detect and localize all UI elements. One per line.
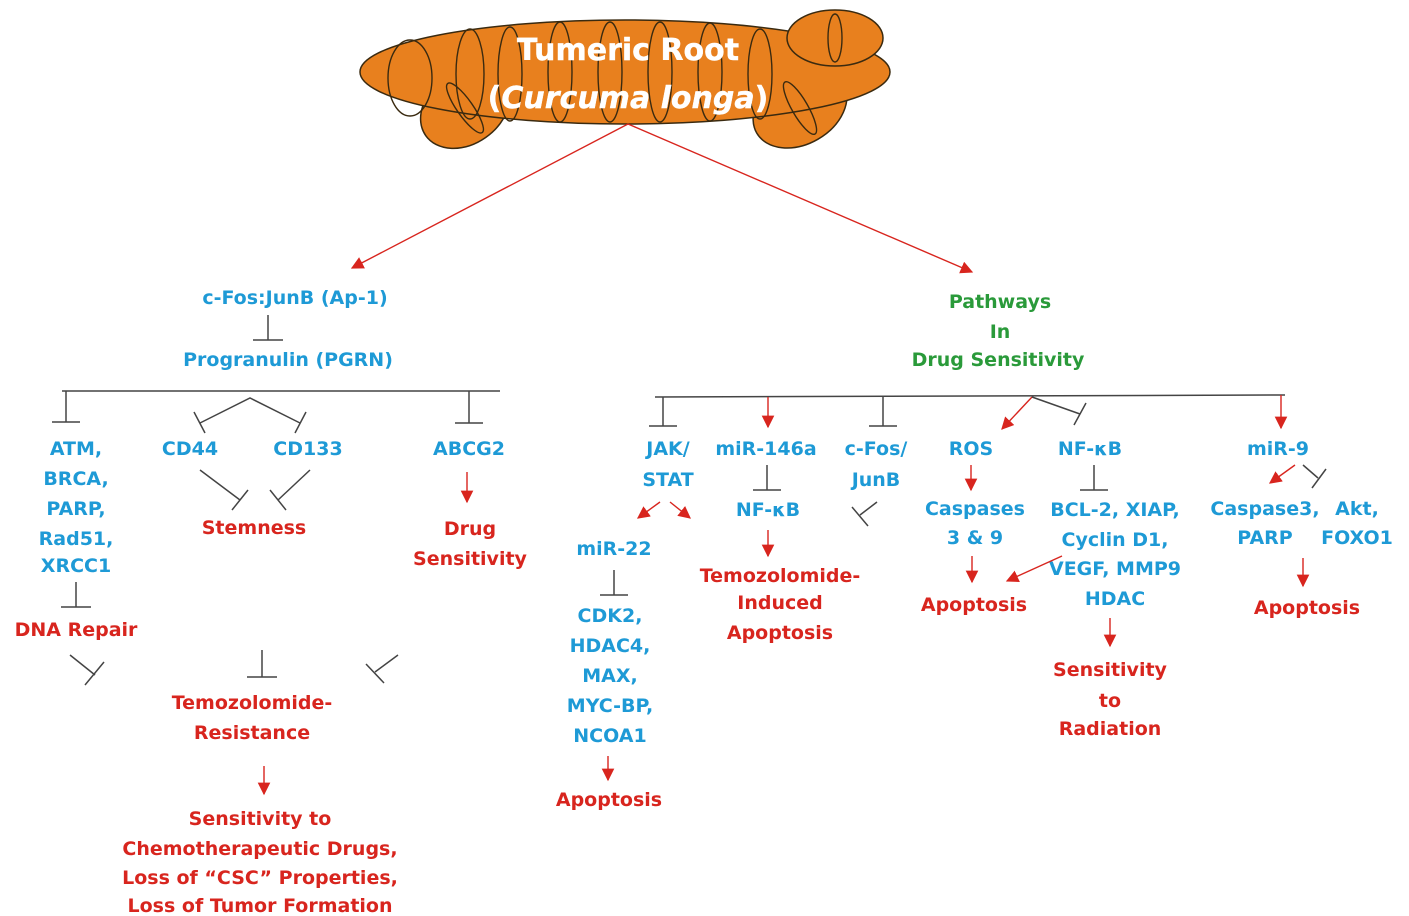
arrow-jak-to-mir22 [636,501,661,519]
cd44-label: CD44 [162,438,218,460]
svg-text:In: In [990,321,1011,343]
inhibit-mir146a-nfkb [753,465,781,491]
cfos-junb-label-1: c-Fos/ [845,438,908,460]
svg-text:Pathways: Pathways [949,291,1051,313]
stemness-label: Stemness [202,517,306,539]
arrow-nfkb-targets-to-apoptosis [1005,555,1063,583]
svg-text:MYC-BP,: MYC-BP, [567,695,653,717]
inhibit-to-jak-stat [649,397,677,427]
final-outcome-text: Sensitivity to Chemotherapeutic Drugs, L… [122,808,398,916]
cfos-junb-label-2: JunB [850,469,901,491]
tmz-resistance-label-1: Temozolomide- [172,692,333,714]
svg-text:HDAC: HDAC [1085,588,1145,610]
ap1-label: c-Fos:JunB (Ap-1) [202,287,387,309]
inhibit-stemness-to-tmz [247,650,277,678]
mir146a-label: miR-146a [715,438,816,460]
arrow-mir9-to-caspase3 [1268,464,1296,484]
inhibit-mir9-to-akt [1302,464,1327,489]
svg-text:Rad51,: Rad51, [39,528,114,550]
apoptosis-ros-label: Apoptosis [921,594,1027,616]
svg-text:Loss of Tumor Formation: Loss of Tumor Formation [128,895,393,916]
inhibit-to-dna-repair [61,582,91,608]
svg-text:Temozolomide-: Temozolomide- [700,565,861,587]
abcg2-label: ABCG2 [433,438,505,460]
svg-text:BCL-2, XIAP,: BCL-2, XIAP, [1050,499,1180,521]
svg-text:Radiation: Radiation [1059,718,1162,740]
jak-stat-label-1: JAK/ [644,438,689,460]
pgrn-label: Progranulin (PGRN) [183,349,393,371]
caspases-label-1: Caspases [925,498,1025,520]
svg-text:Sensitivity to: Sensitivity to [189,808,332,830]
svg-text:Chemotherapeutic Drugs,: Chemotherapeutic Drugs, [122,838,397,860]
arrow-root-to-pathways [627,123,974,274]
svg-text:HDAC4,: HDAC4, [570,635,651,657]
mir22-target-list: CDK2, HDAC4, MAX, MYC-BP, NCOA1 [567,605,653,747]
arrow-jak-to-right [669,501,691,519]
svg-text:XRCC1: XRCC1 [41,555,111,577]
mir9-label: miR-9 [1247,438,1309,460]
svg-text:VEGF, MMP9: VEGF, MMP9 [1049,558,1181,580]
svg-text:to: to [1099,690,1121,712]
inhibit-to-cfos-junb [869,397,897,427]
arrow-to-ros [1001,396,1033,430]
tmz-apoptosis-text: Temozolomide- Induced Apoptosis [700,565,861,644]
inhibit-to-nfkb [1031,396,1087,426]
mir22-label: miR-22 [576,538,651,560]
svg-text:CDK2,: CDK2, [578,605,643,627]
inhibit-drug-to-tmz [365,654,399,684]
svg-text:MAX,: MAX, [582,665,637,687]
svg-text:Loss of “CSC” Properties,: Loss of “CSC” Properties, [122,867,398,889]
jak-stat-label-2: STAT [642,469,693,491]
inhibit-to-repair-genes [52,391,80,423]
tmz-resistance-label-2: Resistance [194,722,310,744]
right-branch-bar [654,394,1286,398]
drug-sensitivity-label-1: Drug [444,518,496,540]
caspase3-label-1: Caspase3, [1210,498,1319,520]
cd133-label: CD133 [273,438,342,460]
radiation-text: Sensitivity to Radiation [1053,659,1167,740]
svg-text:Sensitivity: Sensitivity [1053,659,1167,681]
apoptosis-mir9-label: Apoptosis [1254,597,1360,619]
inhibit-cd-to-stemness [199,469,311,511]
inhibit-to-cd44-cd133 [193,397,307,434]
svg-text:PARP,: PARP, [46,498,105,520]
inhibit-to-abcg2 [455,391,483,424]
arrow-root-to-ap1 [350,123,629,269]
svg-text:Cyclin D1,: Cyclin D1, [1062,529,1169,551]
svg-text:NCOA1: NCOA1 [573,725,646,747]
svg-text:ATM,: ATM, [50,438,102,460]
svg-text:Drug Sensitivity: Drug Sensitivity [912,349,1085,371]
root-title: Tumeric Root [517,33,739,68]
nfkb-label: NF-κB [1058,438,1122,460]
nfkb-mir146a-label: NF-κB [736,499,800,521]
svg-text:Apoptosis: Apoptosis [727,622,833,644]
inhibit-mir22-targets [600,570,628,596]
apoptosis-mir22-label: Apoptosis [556,789,662,811]
caspases-label-2: 3 & 9 [947,527,1003,549]
dna-repair-label: DNA Repair [15,619,138,641]
akt-label-2: FOXO1 [1321,527,1393,549]
turmeric-root-illustration [359,9,891,150]
caspase3-label-2: PARP [1237,527,1293,549]
akt-label-1: Akt, [1335,498,1379,520]
ros-label: ROS [949,438,993,460]
inhibit-cfos-junb-out [851,501,878,527]
inhibit-dna-repair-to-tmz [69,654,105,686]
svg-text:Induced: Induced [737,592,822,614]
drug-sensitivity-label-2: Sensitivity [413,548,527,570]
inhibit-nfkb-targets [1080,465,1108,491]
svg-text:BRCA,: BRCA, [43,468,108,490]
inhibit-ap1-pgrn [253,315,283,341]
nfkb-target-list: BCL-2, XIAP, Cyclin D1, VEGF, MMP9 HDAC [1049,499,1181,610]
repair-genes-list: ATM, BRCA, PARP, Rad51, XRCC1 [39,438,114,577]
pathways-header: Pathways In Drug Sensitivity [912,291,1085,371]
root-subtitle: (Curcuma longa) [488,81,769,116]
